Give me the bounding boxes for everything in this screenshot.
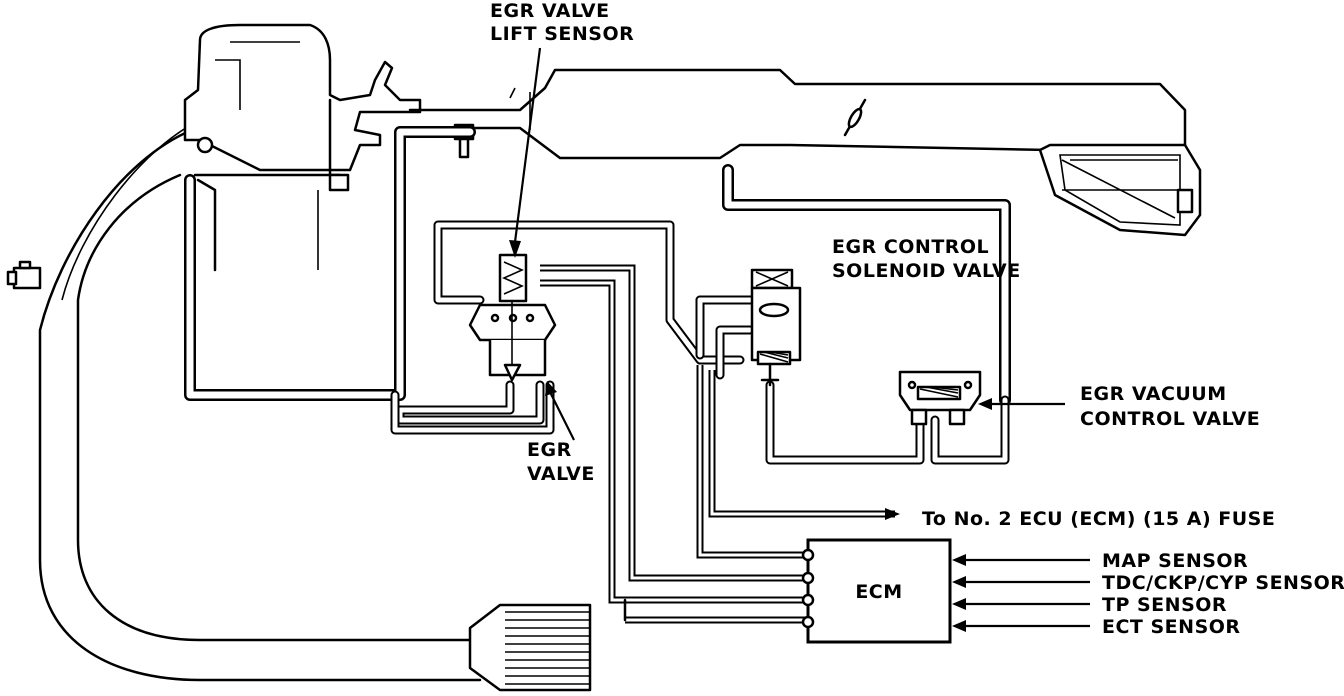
egr-valve-label-1: EGR [527, 439, 572, 461]
ecm-box: ECM [801, 538, 952, 644]
exhaust-pipe [6, 119, 592, 692]
wiring [540, 264, 900, 624]
egr-vacuum-control-label-1: EGR VACUUM [1080, 383, 1227, 405]
egr-control-solenoid-valve [750, 268, 802, 387]
leader-arrows [509, 47, 1090, 632]
ecm-label: ECM [855, 581, 902, 603]
ect-sensor-label: ECT SENSOR [1102, 616, 1241, 638]
fuse-label: To No. 2 ECU (ECM) (15 A) FUSE [922, 508, 1275, 530]
labels: EGR VALVE LIFT SENSOR EGR CONTROL SOLENO… [490, 0, 1344, 638]
intake-manifold [183, 23, 1202, 270]
egr-control-solenoid-label-2: SOLENOID VALVE [832, 260, 1021, 282]
egr-valve-lift-sensor-label-2: LIFT SENSOR [490, 23, 634, 45]
egr-control-solenoid-label-1: EGR CONTROL [832, 236, 989, 258]
map-sensor-label: MAP SENSOR [1102, 550, 1248, 572]
egr-vacuum-control-valve [898, 370, 982, 426]
tp-sensor-label: TP SENSOR [1102, 594, 1227, 616]
vacuum-hoses [184, 126, 1011, 465]
egr-valve [468, 253, 557, 382]
tdc-ckp-cyp-sensor-label: TDC/CKP/CYP SENSOR [1102, 572, 1344, 594]
egr-valve-lift-sensor-label-1: EGR VALVE [490, 0, 610, 22]
egr-vacuum-control-label-2: CONTROL VALVE [1080, 408, 1260, 430]
egr-valve-label-2: VALVE [527, 463, 595, 485]
